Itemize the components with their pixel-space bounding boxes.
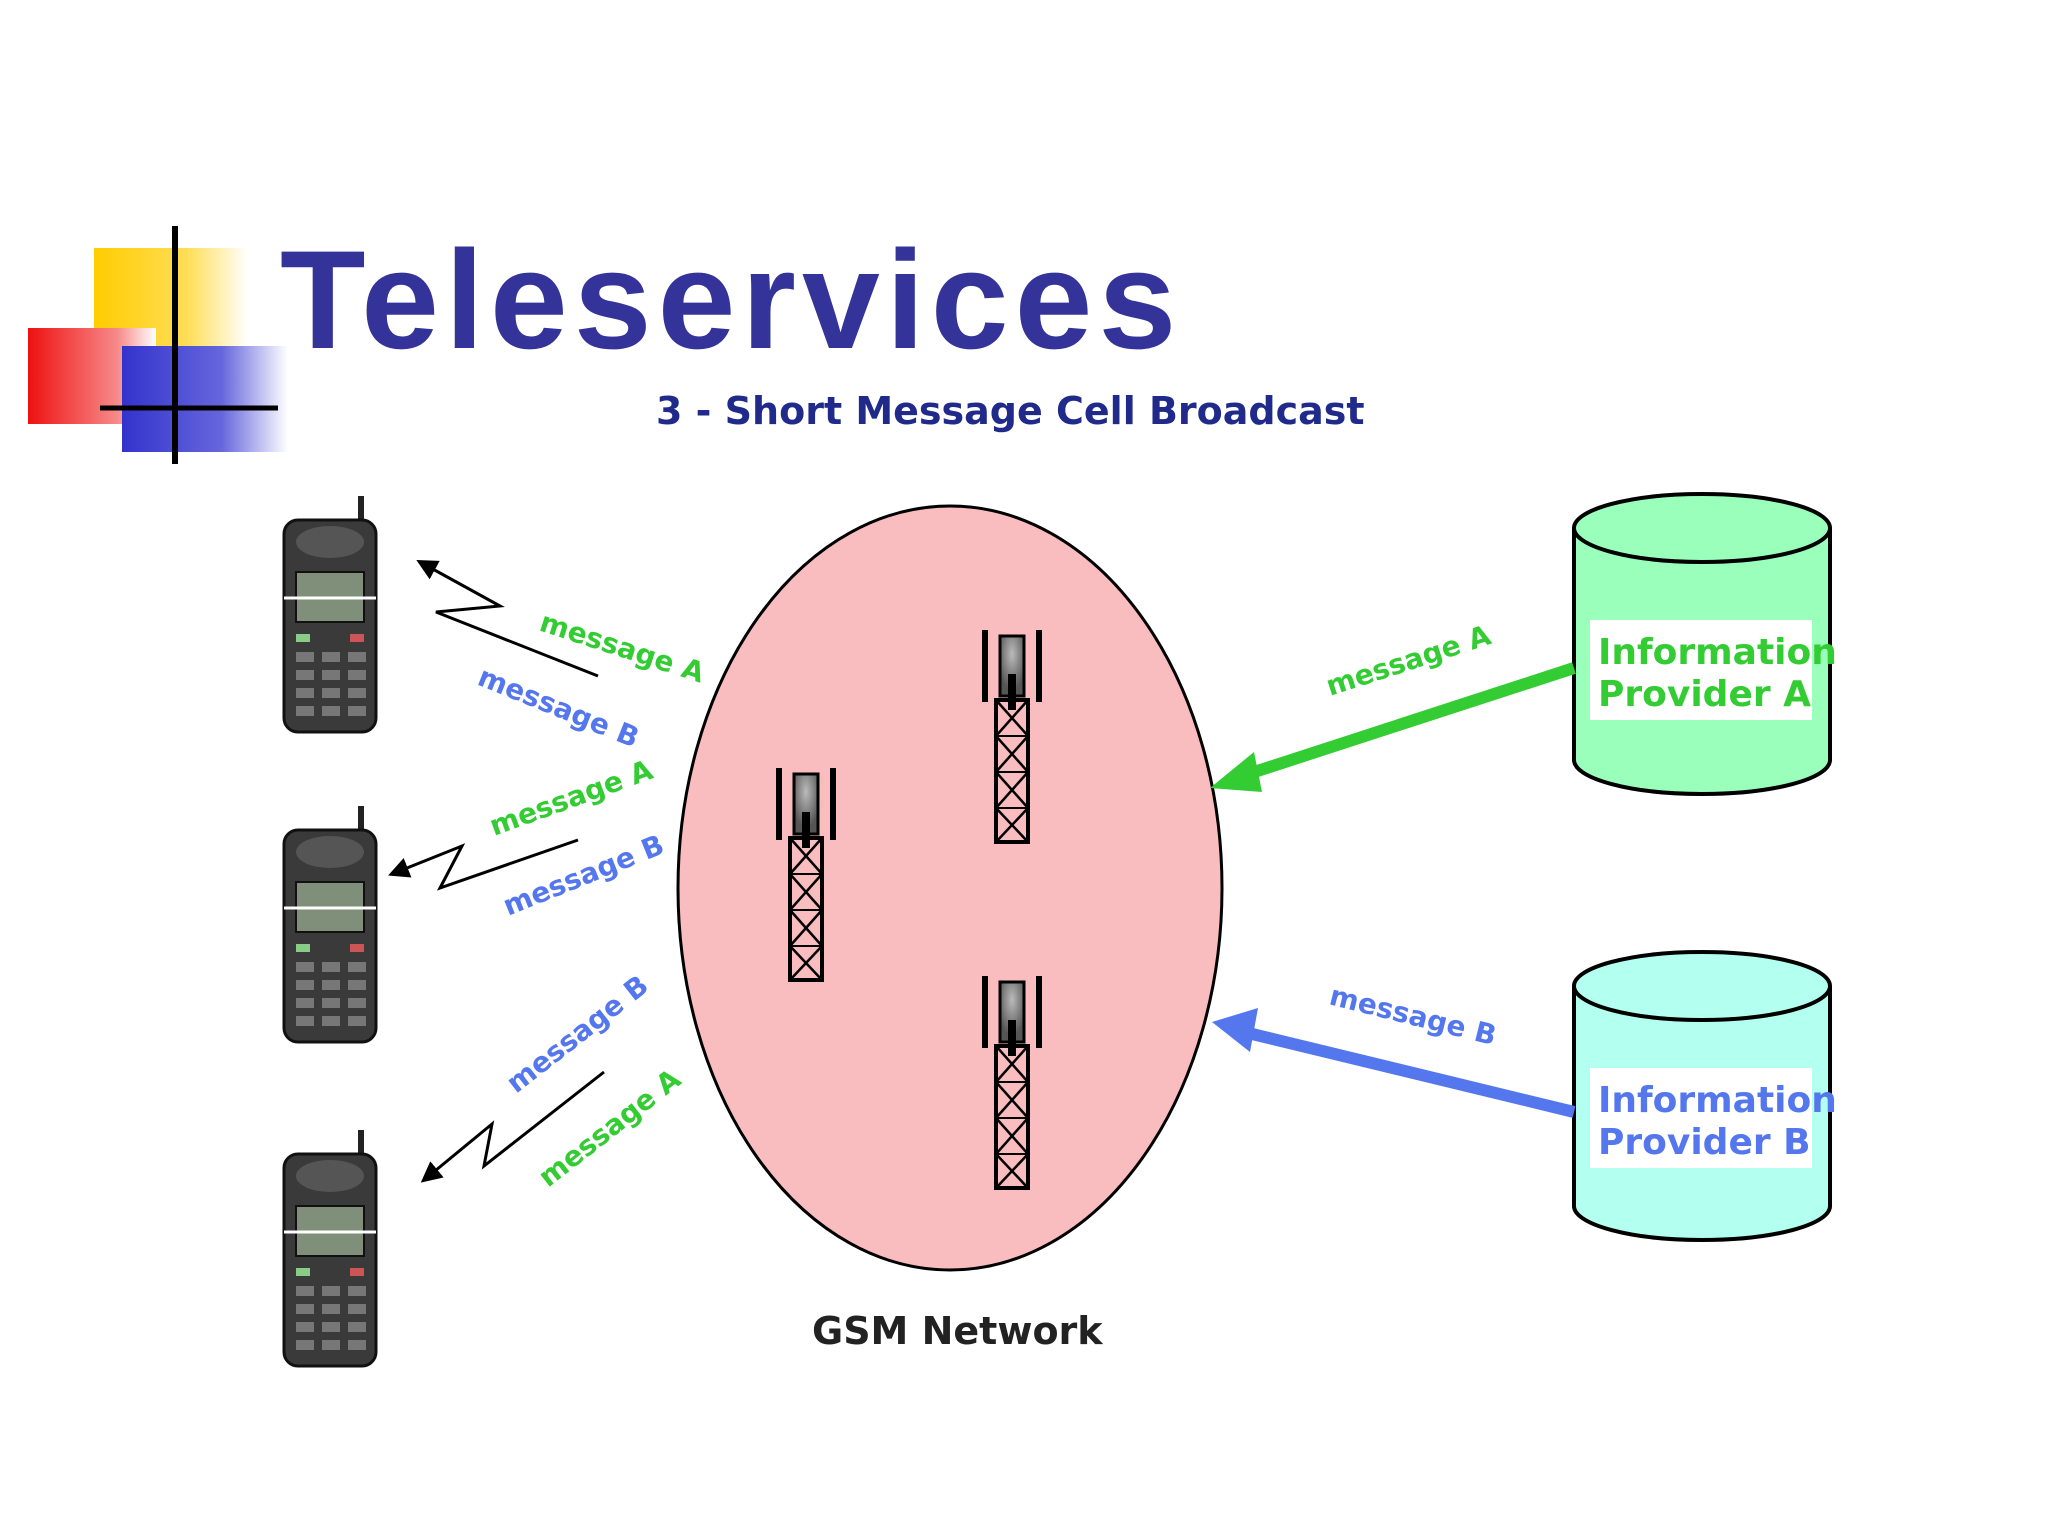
radio-signal-arrow [420,1070,605,1183]
provider-b-line1: Information [1598,1080,1837,1121]
message-a-label: message A [532,1062,687,1193]
provider-b-arrow [1242,1026,1576,1118]
tower-icon [982,976,1042,1190]
message-a-label: message A [1322,618,1495,702]
tower-icon [982,630,1042,844]
radio-signal-arrow [416,559,599,678]
logo-decoration [28,226,288,464]
information-provider-b: Information Provider B [1572,950,1837,1242]
diagram-subtitle: 3 - Short Message Cell Broadcast [656,389,1365,433]
gsm-network-label: GSM Network [812,1309,1103,1353]
provider-a-arrowhead [1210,752,1262,792]
radio-signal-arrow [388,838,579,891]
mobile-phone-icon [282,496,378,734]
provider-a-arrow [1240,662,1576,782]
message-b-label: message B [498,828,668,922]
gsm-network-ellipse [676,504,1224,1272]
information-provider-a: Information Provider A [1572,492,1837,796]
provider-a-line1: Information [1598,632,1837,673]
message-b-label: message B [500,969,655,1100]
provider-a-line2: Provider A [1598,674,1811,715]
message-b-label: message B [1326,979,1499,1052]
message-a-label: message A [536,605,709,689]
provider-b-line2: Provider B [1598,1122,1811,1163]
slide-title: Teleservices [280,221,1183,378]
mobile-phone-icon [282,1130,378,1368]
message-a-label: message A [485,753,657,843]
mobile-phone-icon [282,806,378,1044]
tower-icon [776,768,836,982]
provider-b-arrowhead [1212,1008,1258,1052]
logo-blue-square [122,346,288,452]
message-b-label: message B [473,660,643,754]
